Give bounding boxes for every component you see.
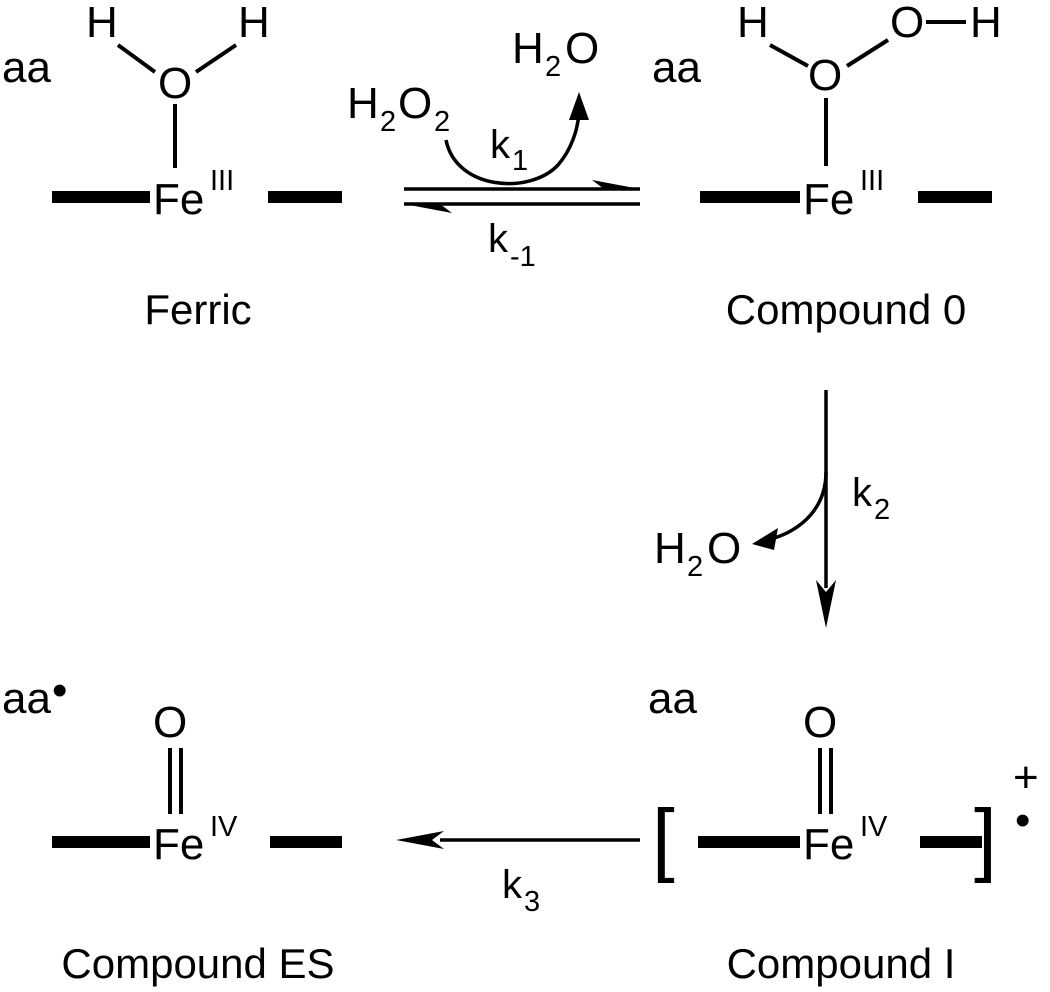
compound0-structure: aa H O O H Fe III Compound 0 xyxy=(652,0,1002,333)
ferric-fe-label: Fe xyxy=(153,175,204,224)
step1-product-h: H xyxy=(512,24,544,73)
compound0-h2: H xyxy=(970,0,1002,47)
compound0-name: Compound 0 xyxy=(726,286,967,333)
step3-k: k xyxy=(502,863,523,907)
step3-conversion: k 3 xyxy=(396,831,640,918)
step1-reagent-sub2: 2 xyxy=(434,106,450,138)
compoundI-radical: • xyxy=(1015,796,1030,845)
ferric-structure: aa H O H Fe III Ferric xyxy=(2,0,342,333)
step2-curved-arrow xyxy=(767,471,828,542)
step1-forward-arrowhead xyxy=(592,180,640,189)
step1-reverse-k-sub: -1 xyxy=(510,241,536,273)
ferric-oh-bond-right xyxy=(194,43,238,74)
compound0-fe-label: Fe xyxy=(803,175,854,224)
compoundES-structure: aa • O Fe IV Compound ES xyxy=(2,666,342,987)
compoundI-bracket-right: ] xyxy=(974,793,997,884)
step1-product-o: O xyxy=(565,24,599,73)
ferric-water-h1: H xyxy=(86,0,118,47)
step1-reagent-h: H xyxy=(347,79,379,128)
compoundES-oxo-o: O xyxy=(153,698,187,747)
step1-product-sub: 2 xyxy=(545,51,561,83)
compoundES-oxidation-state: IV xyxy=(210,811,238,843)
step2-product-o: O xyxy=(707,524,741,573)
step1-k-sub: 1 xyxy=(512,145,528,177)
step1-reverse-arrowhead xyxy=(404,204,452,213)
ferric-water-o: O xyxy=(158,59,192,108)
compoundI-bracket-left: [ xyxy=(652,793,675,884)
step1-k: k xyxy=(490,123,511,167)
ferric-aa-label: aa xyxy=(2,43,51,92)
step2-product-sub: 2 xyxy=(687,551,703,583)
step3-left-arrowhead xyxy=(396,831,444,849)
compoundI-aa-label: aa xyxy=(648,674,697,723)
compoundI-fe-label: Fe xyxy=(803,820,854,869)
step1-curved-arrowhead xyxy=(569,92,589,120)
compoundES-radical: • xyxy=(52,666,67,715)
step2-k-sub: 2 xyxy=(874,494,890,526)
compoundI-oxidation-state: IV xyxy=(860,811,888,843)
compoundI-oxo-o: O xyxy=(803,698,837,747)
step3-k-sub: 3 xyxy=(524,886,540,918)
ferric-oxidation-state: III xyxy=(210,165,234,197)
step2-conversion: H 2 O k 2 xyxy=(654,390,890,628)
step1-reagent-sub1: 2 xyxy=(380,106,396,138)
compound0-ho-bond xyxy=(769,43,809,68)
compoundI-structure: aa O [ ] Fe IV + • Compound I xyxy=(648,674,1039,987)
step2-k: k xyxy=(852,471,873,515)
compoundI-name: Compound I xyxy=(727,940,956,987)
compound0-aa-label: aa xyxy=(652,43,701,92)
step2-down-arrowhead xyxy=(816,580,836,628)
compoundES-aa-label: aa xyxy=(2,674,51,723)
step1-curved-arrow xyxy=(444,111,581,186)
step1-reagent-o: O xyxy=(398,79,432,128)
compound0-h1: H xyxy=(737,0,769,47)
compound0-oxidation-state: III xyxy=(860,165,884,197)
ferric-water-h2: H xyxy=(238,0,270,47)
step2-curved-arrowhead xyxy=(752,528,778,550)
ferric-oh-bond-left xyxy=(116,43,157,74)
compound0-o2: O xyxy=(890,0,924,47)
step1-reverse-k: k xyxy=(488,217,509,261)
compoundES-fe-label: Fe xyxy=(153,820,204,869)
compound0-o1: O xyxy=(808,51,842,100)
compoundI-charge: + xyxy=(1013,753,1039,802)
ferric-name: Ferric xyxy=(144,286,251,333)
step1-equilibrium: H 2 O 2 H 2 O k 1 k -1 xyxy=(347,24,640,273)
step2-product-h: H xyxy=(654,524,686,573)
compoundES-name: Compound ES xyxy=(61,940,334,987)
compound0-oo-bond xyxy=(845,38,890,68)
